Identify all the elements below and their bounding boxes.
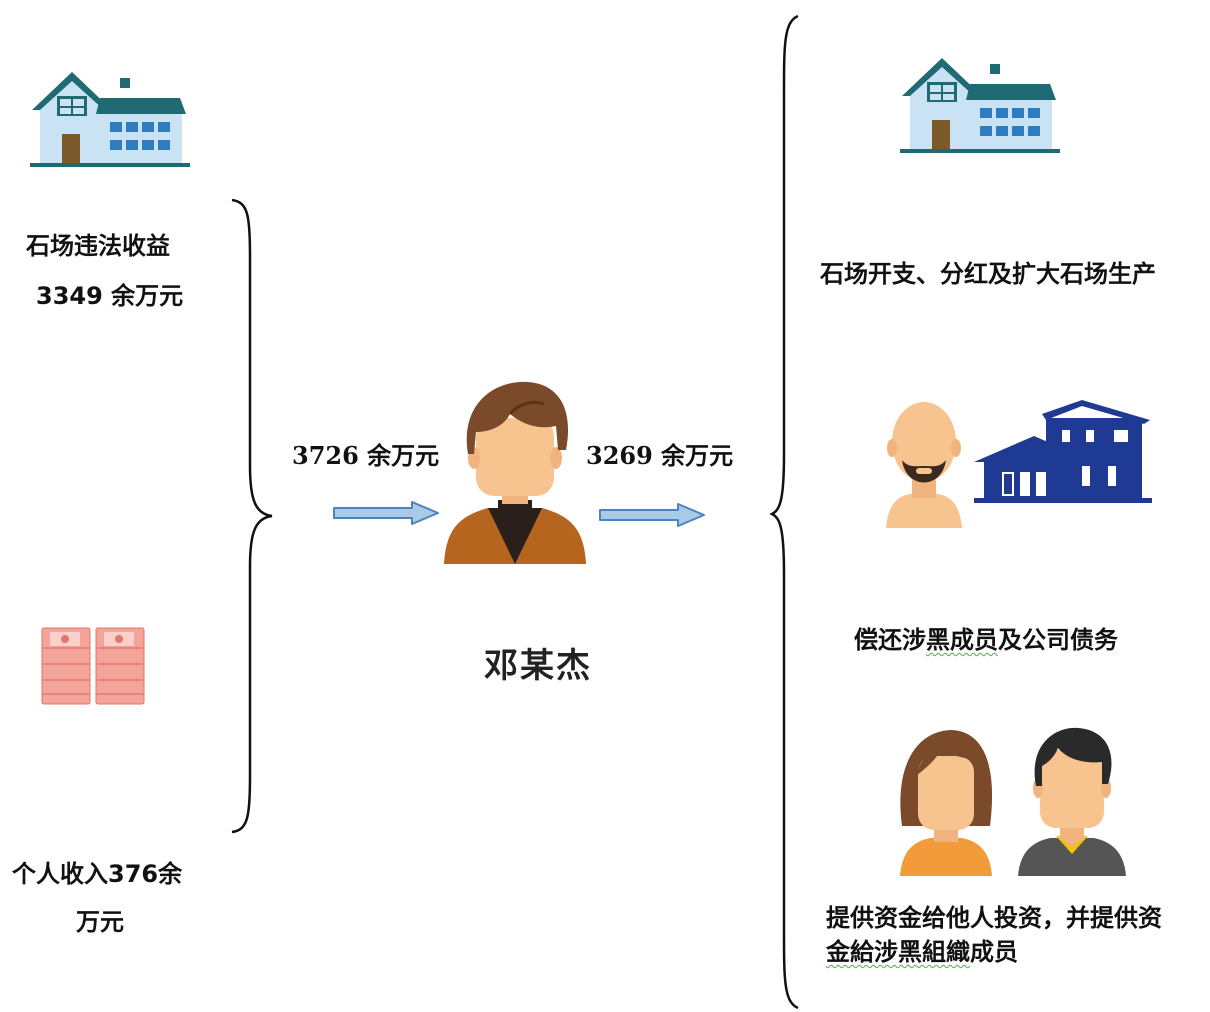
man-avatar-icon — [1018, 727, 1126, 876]
right-brace — [769, 14, 799, 1010]
debt-repayment-label: 偿还涉黑成员及公司债务 — [854, 620, 1118, 655]
money-bundle-icon — [41, 627, 145, 705]
funding-label-line2: 金給涉黑組織成员 — [826, 932, 1018, 967]
quarry-income-amount: 3349 余万元 — [36, 282, 184, 310]
inflow-arrow-icon — [333, 501, 439, 525]
funding-underlined: 金給涉黑組織 — [826, 938, 970, 966]
quarry-income-label: 石场违法收益 — [26, 232, 170, 260]
personal-income-label: 个人收入376余 — [12, 860, 183, 888]
debt-suffix: 及公司债务 — [998, 626, 1118, 654]
person-avatar-icon — [444, 381, 586, 564]
expansion-house-icon — [900, 58, 1060, 153]
woman-avatar-icon — [900, 730, 993, 876]
left-brace — [231, 198, 273, 834]
company-building-icon — [974, 400, 1152, 503]
quarry-house-icon — [30, 72, 190, 167]
funding-suffix: 成员 — [970, 938, 1018, 966]
outflow-amount: 3269 余万元 — [586, 441, 734, 470]
center-person-name: 邓某杰 — [484, 646, 592, 686]
quarry-expenses-label: 石场开支、分红及扩大石场生产 — [820, 260, 1156, 288]
personal-income-unit: 万元 — [76, 908, 124, 936]
gang-member-avatar-icon — [886, 402, 962, 528]
funding-label-line1: 提供资金给他人投资，并提供资 — [826, 904, 1162, 932]
debt-underlined: 黑成员 — [926, 626, 998, 654]
outflow-arrow-icon — [599, 503, 705, 527]
debt-prefix: 偿还涉 — [854, 626, 926, 654]
inflow-amount: 3726 余万元 — [292, 441, 440, 470]
